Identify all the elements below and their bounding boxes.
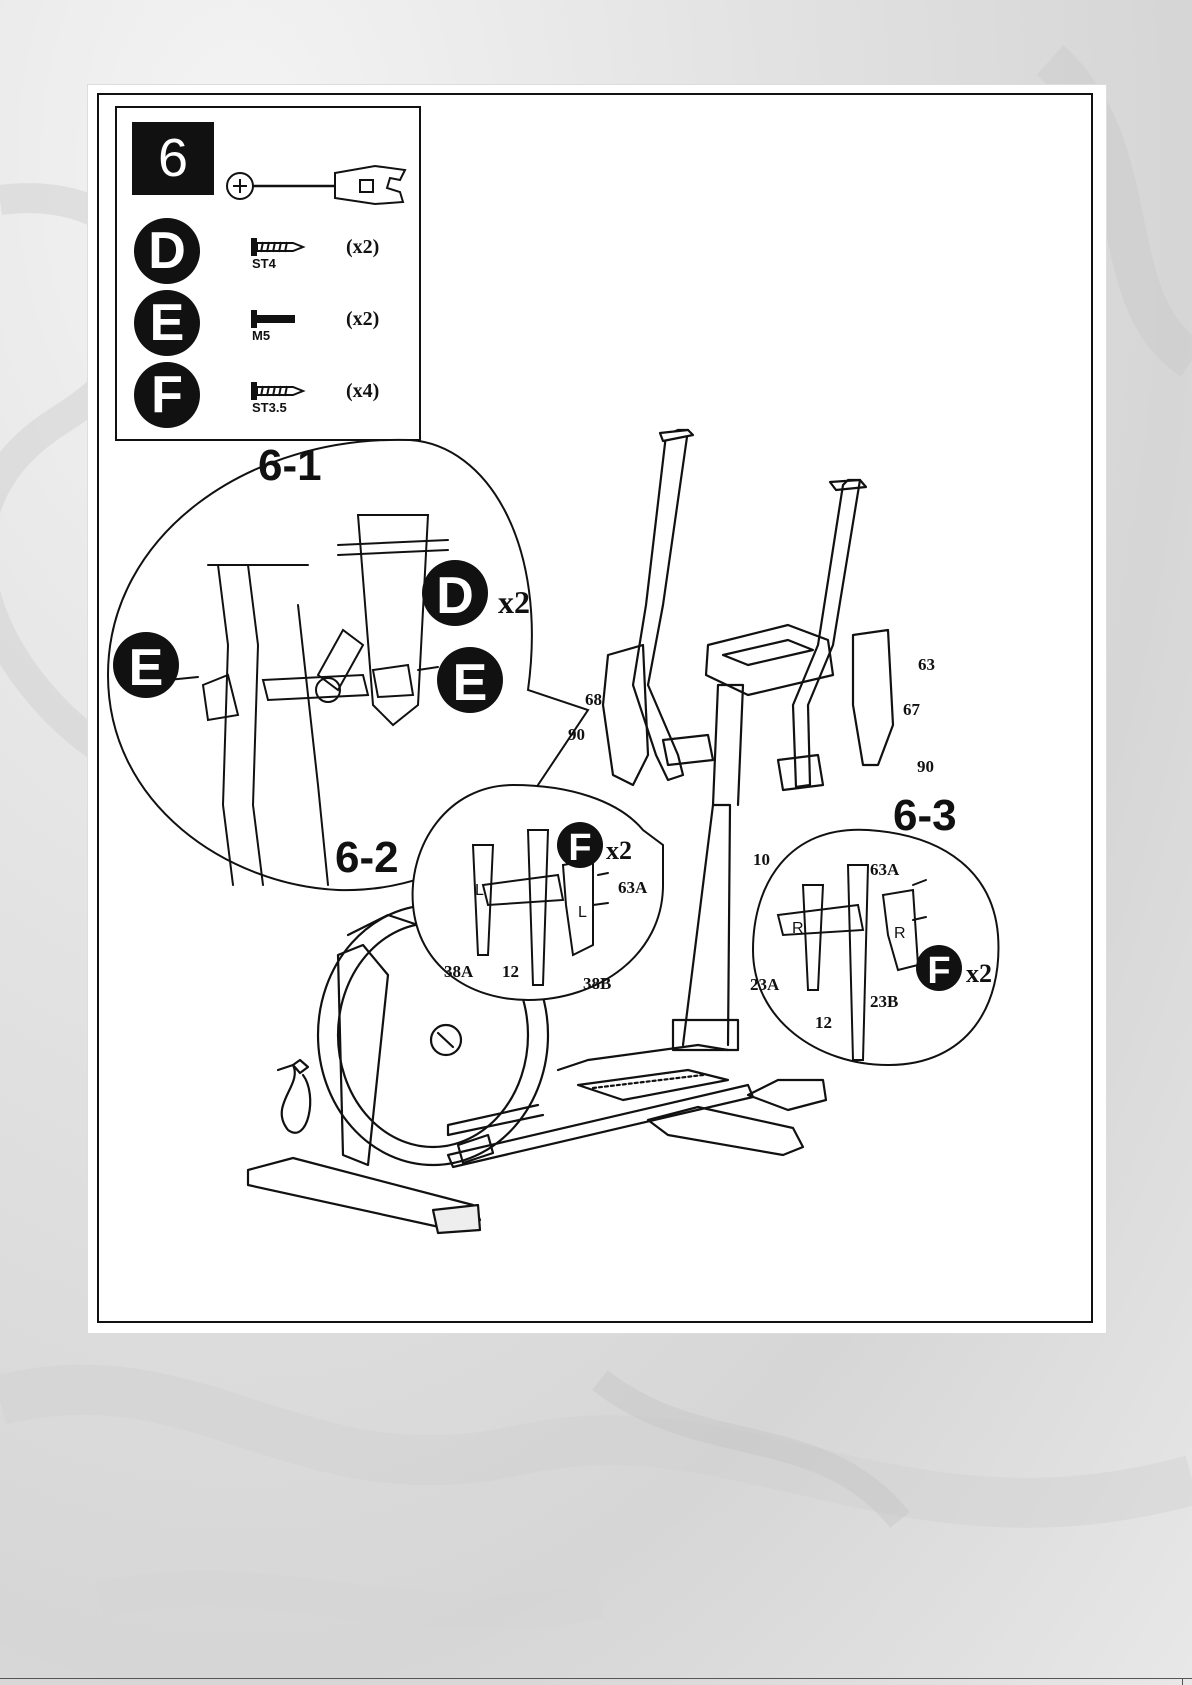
part-label: 90 <box>568 725 585 744</box>
side-mark: R <box>894 925 906 942</box>
side-mark: L <box>475 882 484 899</box>
part-label: 90 <box>917 757 934 776</box>
part-label: 68 <box>585 690 602 709</box>
part-label: 23A <box>750 975 780 994</box>
instruction-sheet: 6 D ST4 (x2) E M5 (x2) <box>88 85 1106 1333</box>
hardware-badge-letter: F <box>568 827 591 869</box>
callout-title: 6-2 <box>335 833 399 882</box>
part-label: 12 <box>815 1013 832 1032</box>
callout-title: 6-1 <box>258 441 322 490</box>
hardware-badge-letter: D <box>436 567 474 625</box>
assembly-drawing: 6-1 D x2 E E 6-2 F x2 63A 3 <box>88 85 1106 1333</box>
side-mark: L <box>578 904 587 921</box>
page-bottom-rule <box>0 1678 1192 1679</box>
part-label: 23B <box>870 992 898 1011</box>
part-label: 63A <box>618 878 648 897</box>
callout-title: 6-3 <box>893 791 957 840</box>
hardware-badge-letter: E <box>453 654 488 712</box>
part-label: 38A <box>444 962 474 981</box>
part-label: 12 <box>502 962 519 981</box>
side-mark: R <box>792 920 804 937</box>
part-label: 10 <box>753 850 770 869</box>
hardware-badge-letter: F <box>927 950 950 992</box>
part-label: 63 <box>918 655 935 674</box>
page-bottom-tick <box>1182 1678 1183 1685</box>
hardware-multiplier: x2 <box>606 836 632 865</box>
hardware-multiplier: x2 <box>498 584 530 620</box>
callout-6-3: 6-3 F x2 63A 23A 12 23B R R <box>750 791 998 1065</box>
part-label: 38B <box>583 974 611 993</box>
hardware-multiplier: x2 <box>966 959 992 988</box>
hardware-badge-letter: E <box>129 639 164 697</box>
part-label: 67 <box>903 700 921 719</box>
part-label: 63A <box>870 860 900 879</box>
